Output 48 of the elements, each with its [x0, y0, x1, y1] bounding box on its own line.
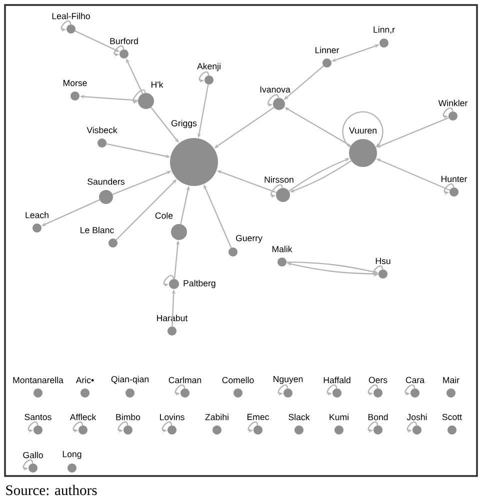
node-label: Emec: [247, 414, 269, 420]
node-label: Griggs: [171, 120, 197, 128]
node-label: Slack: [288, 414, 310, 420]
node-label: Affleck: [70, 414, 96, 420]
node-label: Paltberg: [184, 280, 216, 288]
node-label: Long: [62, 451, 82, 459]
node-label: Scott: [442, 414, 462, 420]
node-label: Oers: [368, 376, 388, 384]
node-label: H'k: [152, 81, 164, 88]
node-label: Joshi: [406, 414, 427, 420]
node-label: Akenji: [197, 62, 220, 72]
node-label: Guerry: [236, 235, 262, 243]
node-label: Linn,r: [374, 26, 395, 34]
node-label: Harabut: [157, 314, 188, 322]
node-label: Kumi: [330, 414, 348, 420]
node-label: Morse: [64, 80, 87, 86]
node-label: Montanarella: [13, 376, 64, 384]
node-label: Lovins: [160, 414, 184, 420]
node-label: Zabihi: [205, 414, 228, 420]
node-label: Visbeck: [86, 126, 118, 134]
node-label: Hsu: [376, 258, 390, 264]
node-label: Gallo: [23, 452, 43, 458]
node-label: Winkler: [438, 100, 468, 106]
node-label: Aric•: [76, 376, 94, 384]
node-label: Le Blanc: [80, 226, 114, 234]
loop-arrow: [342, 111, 384, 148]
node-label: Comello: [222, 376, 254, 384]
node-label: Vuuren: [349, 127, 376, 134]
node-label: Malik: [272, 246, 292, 252]
node-label: Carlman: [168, 376, 202, 384]
node-label: Mair: [443, 376, 460, 384]
node-label: Cara: [406, 376, 425, 384]
node-label: Nguyen: [274, 376, 303, 384]
node-label: Leach: [26, 212, 48, 218]
node-label: Cole: [155, 212, 173, 219]
node-label: Saunders: [88, 178, 124, 185]
node-label: Bond: [368, 414, 388, 420]
caption: Source: authors: [6, 484, 97, 496]
node-label: Nirsson: [264, 176, 294, 183]
node-label: Ivanova: [260, 86, 290, 93]
node-label: Santos: [24, 414, 52, 420]
node-label: Burford: [110, 38, 138, 44]
node-label: Hunter: [442, 176, 468, 182]
node-label: Haffald: [324, 376, 350, 384]
node-label: Leal-Filho: [52, 12, 90, 20]
node-label: Bimbo: [116, 414, 140, 420]
node-label: Qian-qian: [111, 376, 148, 384]
node-label: Linner: [316, 46, 340, 54]
